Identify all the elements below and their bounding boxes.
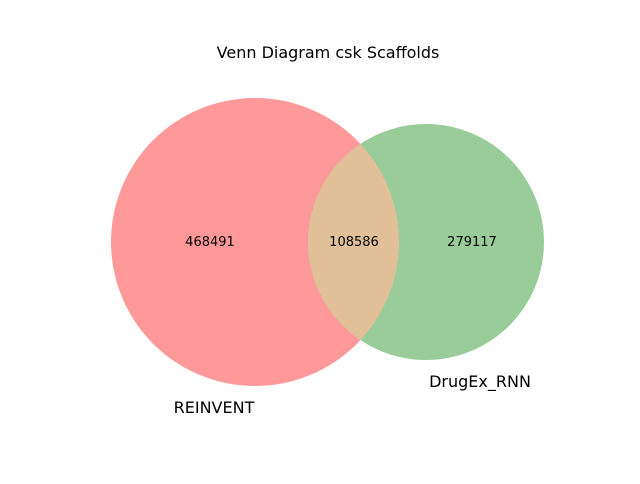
chart-title: Venn Diagram csk Scaffolds [217,43,440,62]
region-count-intersection: 108586 [329,235,379,250]
set-label-drugex-rnn: DrugEx_RNN [429,372,531,392]
region-count-drugex-rnn-only: 279117 [447,235,497,250]
region-count-reinvent-only: 468491 [185,235,235,250]
set-label-reinvent: REINVENT [174,398,255,417]
set-circle-reinvent [111,98,399,386]
overlap-region [308,124,399,360]
